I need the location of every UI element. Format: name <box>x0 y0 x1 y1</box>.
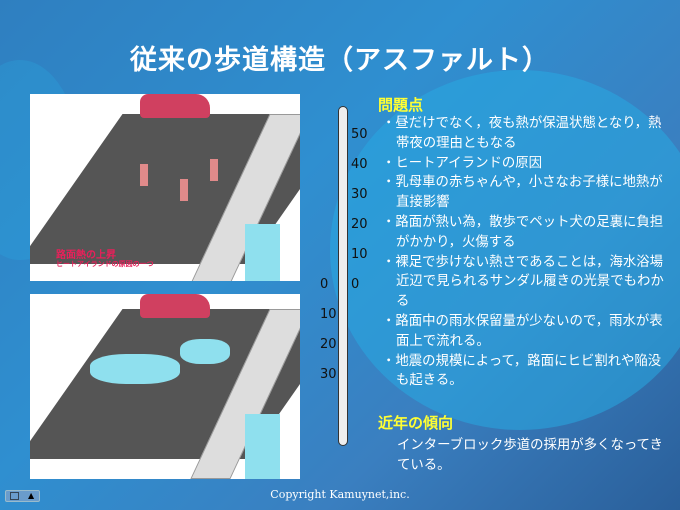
gutter-water <box>245 224 280 281</box>
scale-label: 20 <box>351 217 368 232</box>
car <box>140 294 210 318</box>
heat-illustration: 路面熱の上昇 ヒートアイランドの原因の一つ <box>30 94 300 281</box>
copyright: Copyright Kamuynet,inc. <box>270 488 410 501</box>
scale-label: 10 <box>351 247 368 262</box>
slide-menu-icon[interactable] <box>10 492 19 500</box>
rain-illustration <box>30 294 300 479</box>
heat-label: 路面熱の上昇 <box>56 250 116 261</box>
scale-label: 30 <box>351 187 368 202</box>
puddle <box>90 354 180 384</box>
thermometer-tube <box>338 106 348 446</box>
trend-text: インターブロック歩道の採用が多くなってきている。 <box>397 438 663 473</box>
list-item: 路面中の雨水保留量が少ないので，雨水が表面上で流れる。 <box>382 312 672 352</box>
scale-label: 0 <box>351 277 360 292</box>
problems-heading: 問題点 <box>378 96 424 114</box>
heat-sublabel: ヒートアイランドの原因の一つ <box>56 260 154 268</box>
list-item: 地震の規模によって，路面にヒビ割れや陥没も起きる。 <box>382 352 672 392</box>
list-item: 昼だけでなく，夜も熱が保温状態となり，熱帯夜の理由ともなる <box>382 114 672 154</box>
scale-label: 40 <box>351 157 368 172</box>
heat-arrow-icon <box>140 164 148 186</box>
up-arrow-icon[interactable]: ▲ <box>28 491 35 500</box>
heat-arrow-icon <box>210 159 218 181</box>
list-item: 路面が熱い為，散歩でペット犬の足裏に負担がかかり，火傷する <box>382 213 672 253</box>
heat-arrow-icon <box>180 179 188 201</box>
car <box>140 94 210 118</box>
trend-heading: 近年の傾向 <box>378 414 454 432</box>
scale-label: 10 <box>320 307 337 322</box>
page-title: 従来の歩道構造（アスファルト） <box>130 45 550 76</box>
scale-label: 50 <box>351 127 368 142</box>
scale-label: 0 <box>320 277 329 292</box>
problems-list: 昼だけでなく，夜も熱が保温状態となり，熱帯夜の理由ともなる ヒートアイランドの原… <box>382 114 672 391</box>
puddle <box>180 339 230 364</box>
list-item: ヒートアイランドの原因 <box>382 154 672 174</box>
list-item: 乳母車の赤ちゃんや，小さなお子様に地熱が直接影響 <box>382 173 672 213</box>
slide-controls[interactable]: ▲ <box>5 490 40 502</box>
scale-label: 30 <box>320 367 337 382</box>
thermometer: 50 40 30 20 10 0 0 10 20 30 <box>320 100 370 460</box>
gutter-water <box>245 414 280 479</box>
list-item: 裸足で歩けない熱さであることは，海水浴場近辺で見られるサンダル履きの光景でもわか… <box>382 253 672 312</box>
scale-label: 20 <box>320 337 337 352</box>
